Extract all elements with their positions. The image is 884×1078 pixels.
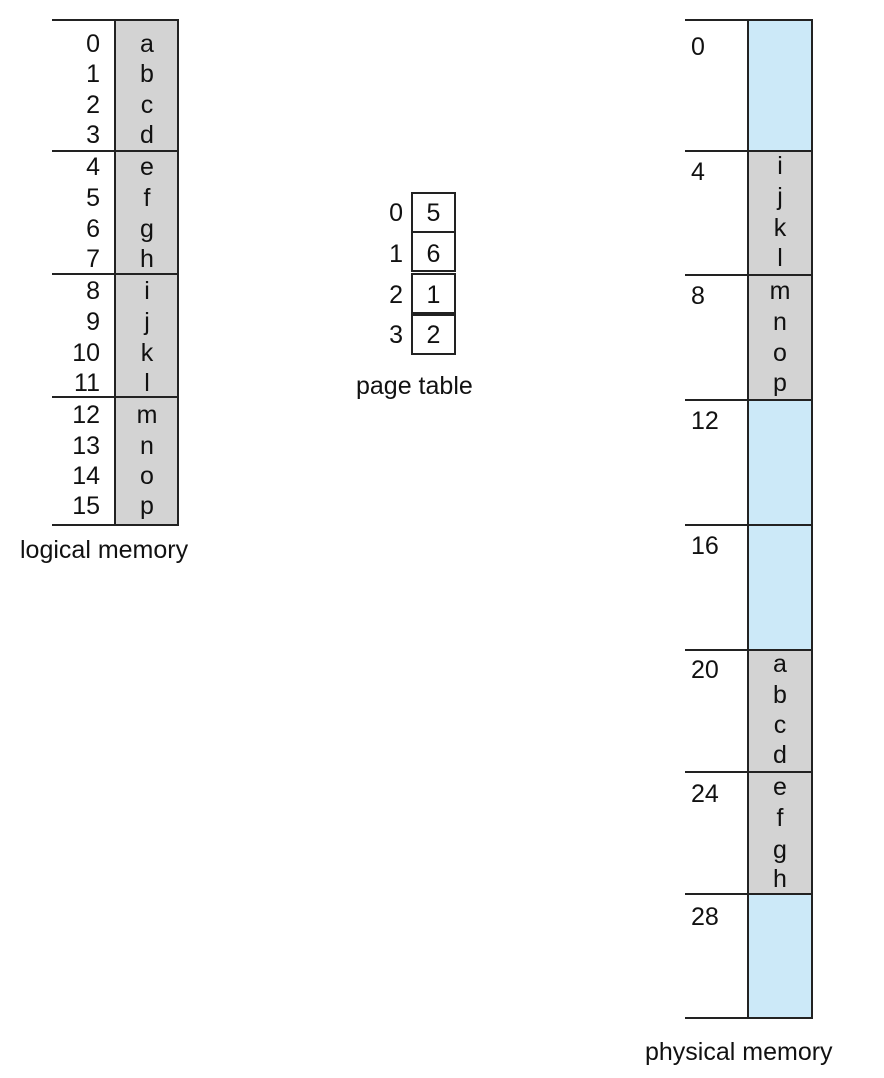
logical-address: 5 (86, 184, 100, 212)
logical-memory-page-boundary (52, 273, 179, 275)
logical-byte: m (136, 401, 158, 429)
logical-byte: o (140, 462, 154, 490)
logical-address: 13 (72, 432, 100, 460)
page-table-frame: 5 (426, 199, 441, 227)
logical-memory-page-boundary (52, 396, 179, 398)
logical-address: 15 (72, 492, 100, 520)
physical-memory-label: physical memory (645, 1038, 833, 1066)
physical-byte: k (773, 214, 787, 242)
logical-byte: e (140, 153, 154, 181)
logical-byte: k (140, 339, 154, 367)
physical-address: 8 (691, 282, 705, 310)
physical-byte: g (773, 836, 787, 864)
page-table-index: 2 (389, 281, 403, 309)
logical-address: 6 (86, 215, 100, 243)
page-table-frame: 6 (426, 240, 441, 268)
logical-byte: g (140, 215, 154, 243)
logical-address: 11 (74, 369, 100, 397)
page-table-entry (411, 231, 456, 272)
logical-byte: n (140, 432, 154, 460)
logical-byte: a (140, 30, 154, 58)
logical-address: 12 (72, 401, 100, 429)
physical-address: 24 (691, 780, 719, 808)
physical-address: 28 (691, 903, 719, 931)
physical-frame-boundary (685, 524, 813, 526)
physical-frame-boundary (685, 399, 813, 401)
physical-frame-boundary (685, 150, 813, 152)
page-table-entry (411, 273, 456, 314)
physical-byte: e (773, 773, 787, 801)
physical-memory-divider (747, 19, 749, 1019)
physical-byte: c (773, 711, 787, 739)
logical-memory-label: logical memory (20, 536, 189, 564)
physical-address: 16 (691, 532, 719, 560)
physical-frame-empty (749, 20, 811, 150)
page-table-entry (411, 314, 456, 355)
physical-frame-empty (749, 400, 811, 524)
physical-frame-boundary (685, 649, 813, 651)
physical-memory-top-border (685, 19, 813, 21)
physical-byte: b (773, 681, 787, 709)
page-table-index: 3 (389, 321, 403, 349)
logical-byte: h (140, 245, 154, 273)
logical-byte: p (140, 492, 154, 520)
physical-frame-empty (749, 525, 811, 649)
page-table-label: page table (356, 372, 473, 400)
logical-memory-bottom-border (52, 524, 179, 526)
physical-frame-filled (749, 275, 811, 399)
physical-memory-bottom-border (685, 1017, 813, 1019)
logical-address: 7 (86, 245, 100, 273)
page-table-frame: 2 (426, 321, 441, 349)
physical-byte: i (777, 152, 783, 180)
logical-memory-right-border (177, 19, 179, 526)
logical-address: 1 (86, 60, 100, 88)
logical-byte: j (144, 308, 150, 336)
logical-address: 4 (86, 153, 100, 181)
physical-address: 4 (691, 158, 705, 186)
physical-byte: h (773, 865, 787, 893)
physical-byte: a (773, 650, 787, 678)
physical-byte: m (769, 277, 791, 305)
physical-byte: f (776, 804, 784, 832)
physical-address: 12 (691, 407, 719, 435)
logical-byte: i (144, 277, 150, 305)
logical-byte: l (144, 369, 150, 397)
physical-address: 0 (691, 33, 705, 61)
logical-memory-data-column (116, 19, 178, 525)
page-table-index: 0 (389, 199, 403, 227)
logical-address: 14 (72, 462, 100, 490)
physical-frame-empty (749, 894, 811, 1018)
physical-address: 20 (691, 656, 719, 684)
logical-address: 10 (72, 339, 100, 367)
logical-memory-page-boundary (52, 150, 179, 152)
logical-address: 9 (86, 308, 100, 336)
logical-byte: d (140, 121, 154, 149)
logical-byte: c (140, 91, 154, 119)
physical-frame-filled (749, 151, 811, 274)
physical-byte: l (777, 244, 783, 272)
physical-frame-boundary (685, 893, 813, 895)
physical-frame-boundary (685, 274, 813, 276)
physical-frame-filled (749, 772, 811, 893)
physical-frame-boundary (685, 771, 813, 773)
physical-byte: p (773, 369, 787, 397)
logical-address: 8 (86, 277, 100, 305)
physical-memory-right-border (811, 19, 813, 1019)
logical-address: 3 (86, 121, 100, 149)
physical-byte: d (773, 741, 787, 769)
logical-memory-divider (114, 19, 116, 526)
page-table-index: 1 (389, 240, 403, 268)
logical-byte: f (143, 184, 151, 212)
physical-byte: o (773, 339, 787, 367)
logical-address: 2 (86, 91, 100, 119)
physical-byte: j (777, 183, 783, 211)
logical-address: 0 (86, 30, 100, 58)
page-table-frame: 1 (426, 281, 441, 309)
logical-byte: b (140, 60, 154, 88)
physical-byte: n (773, 308, 787, 336)
physical-frame-filled (749, 650, 811, 771)
